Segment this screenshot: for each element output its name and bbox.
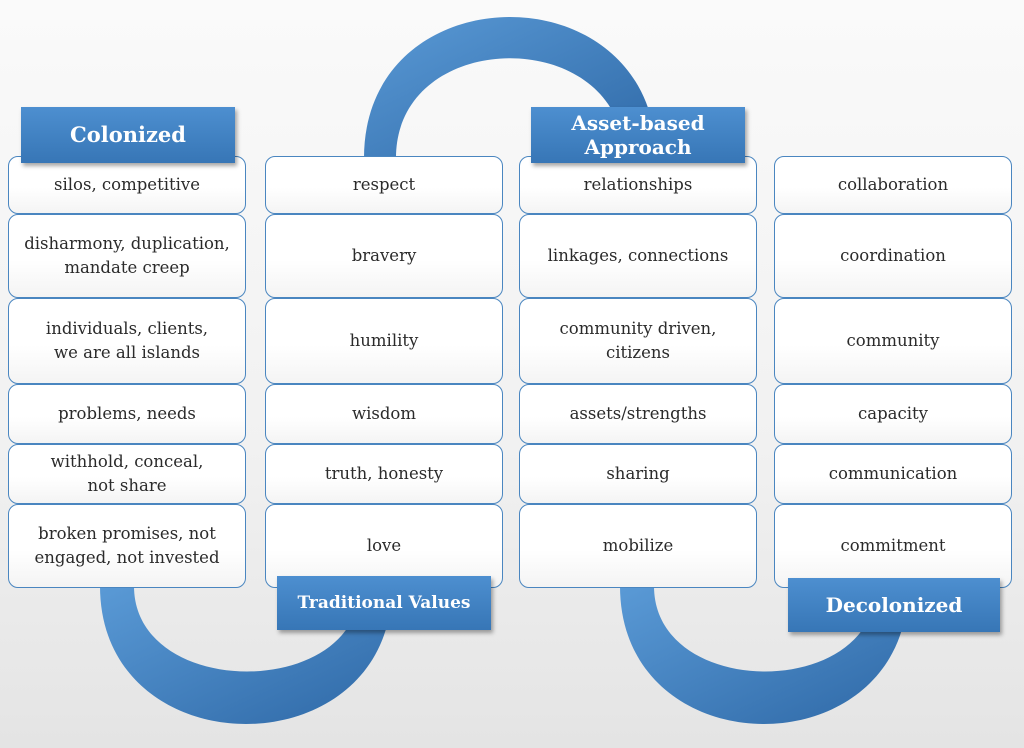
column-asset-based-approach: relationships linkages, connections comm… <box>519 156 757 588</box>
arc-bottom-left <box>100 586 392 724</box>
traditional-values-item: humility <box>265 298 503 384</box>
asset-based-item: sharing <box>519 444 757 504</box>
decolonized-item: commitment <box>774 504 1012 588</box>
header-colonized: Colonized <box>21 107 235 163</box>
asset-based-item: mobilize <box>519 504 757 588</box>
colonized-item: individuals, clients, we are all islands <box>8 298 246 384</box>
asset-based-item: assets/strengths <box>519 384 757 444</box>
header-traditional-values: Traditional Values <box>277 576 491 630</box>
colonized-item: withhold, conceal, not share <box>8 444 246 504</box>
header-decolonized: Decolonized <box>788 578 1000 632</box>
colonized-item: broken promises, not engaged, not invest… <box>8 504 246 588</box>
colonized-item: silos, competitive <box>8 156 246 214</box>
traditional-values-item: bravery <box>265 214 503 298</box>
traditional-values-item: wisdom <box>265 384 503 444</box>
column-colonized: silos, competitive disharmony, duplicati… <box>8 156 246 588</box>
traditional-values-item: truth, honesty <box>265 444 503 504</box>
column-traditional-values: respect bravery humility wisdom truth, h… <box>265 156 503 588</box>
arc-bottom-right <box>620 586 908 724</box>
column-decolonized: collaboration coordination community cap… <box>774 156 1012 588</box>
asset-based-item: community driven, citizens <box>519 298 757 384</box>
colonized-item: disharmony, duplication, mandate creep <box>8 214 246 298</box>
traditional-values-item: respect <box>265 156 503 214</box>
decolonized-item: community <box>774 298 1012 384</box>
arc-top <box>364 17 656 158</box>
decolonized-item: coordination <box>774 214 1012 298</box>
asset-based-item: relationships <box>519 156 757 214</box>
traditional-values-item: love <box>265 504 503 588</box>
asset-based-item: linkages, connections <box>519 214 757 298</box>
decolonized-item: collaboration <box>774 156 1012 214</box>
decolonized-item: capacity <box>774 384 1012 444</box>
decolonized-item: communication <box>774 444 1012 504</box>
colonized-item: problems, needs <box>8 384 246 444</box>
header-asset-based-approach: Asset-based Approach <box>531 107 745 163</box>
